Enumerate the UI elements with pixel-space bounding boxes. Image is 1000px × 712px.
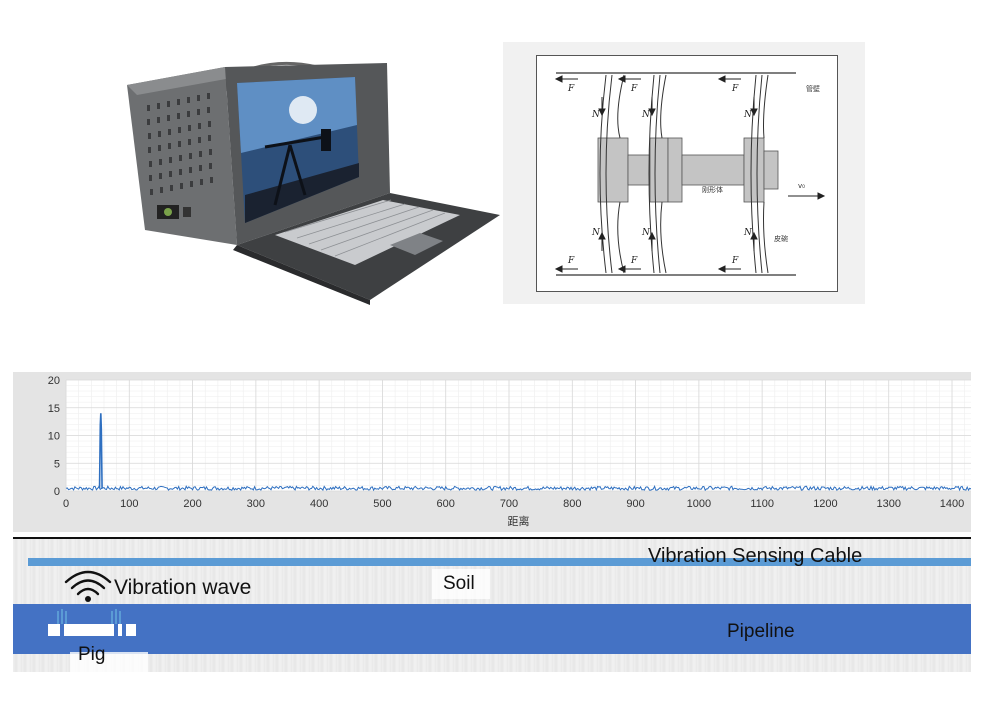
x-tick-label: 400	[310, 498, 328, 510]
force-arrows	[554, 75, 826, 273]
x-tick-label: 0	[63, 498, 69, 510]
normal-label: N	[641, 228, 651, 238]
x-tick-label: 500	[373, 498, 391, 510]
y-tick-label: 0	[54, 486, 60, 498]
x-tick-label: 300	[247, 498, 265, 510]
pig-label: Pig	[78, 644, 106, 665]
x-axis-label: 距离	[508, 514, 530, 528]
normal-label: N	[591, 228, 601, 238]
x-tick-label: 800	[563, 498, 581, 510]
normal-label: N	[743, 228, 753, 238]
x-tick-label: 600	[437, 498, 455, 510]
rugged-laptop-image	[127, 61, 500, 305]
series-line	[65, 484, 971, 492]
normal-label: N	[591, 110, 601, 120]
rigid-body	[597, 137, 779, 203]
x-tick-label: 100	[120, 498, 138, 510]
normal-label: N	[641, 110, 651, 120]
pig-force-diagram: F F F F F F N N N N N N 管壁 刚形体 皮碗 v₀	[554, 72, 826, 276]
y-tick-label: 5	[54, 458, 60, 470]
force-label: F	[630, 84, 638, 94]
series-peak	[98, 413, 103, 489]
grid-layer	[65, 379, 971, 492]
pipeline-label: Pipeline	[727, 621, 795, 642]
vibration-sensing-cable	[28, 558, 971, 566]
velocity-label: v₀	[798, 182, 805, 190]
x-tick-label: 900	[626, 498, 644, 510]
y-tick-label: 10	[48, 431, 60, 443]
soil-label: Soil	[443, 573, 475, 594]
force-label: F	[630, 256, 638, 266]
cable-label: Vibration Sensing Cable	[648, 545, 863, 567]
pig-icon	[48, 609, 136, 636]
x-tick-label: 1000	[687, 498, 711, 510]
x-tick-label: 200	[183, 498, 201, 510]
x-tick-label: 1400	[940, 498, 964, 510]
y-tick-label: 20	[48, 375, 60, 387]
x-tick-label: 700	[500, 498, 518, 510]
pipeline	[13, 604, 971, 654]
pig-label-backdrop	[70, 652, 148, 672]
y-tick-label: 15	[48, 403, 60, 415]
soil-label-backdrop	[432, 569, 490, 599]
force-label: F	[731, 84, 739, 94]
wifi-wave-icon	[64, 570, 112, 602]
force-label: F	[567, 84, 575, 94]
rigid-body-label: 刚形体	[702, 185, 723, 194]
force-label: F	[567, 256, 575, 266]
vibration-wave-label: Vibration wave	[114, 576, 252, 599]
x-tick-label: 1200	[813, 498, 837, 510]
pipe-wall-label: 管壁	[806, 84, 820, 93]
cup-label: 皮碗	[774, 234, 788, 243]
normal-label: N	[743, 110, 753, 120]
divider-line	[13, 537, 971, 539]
x-tick-label: 1300	[876, 498, 900, 510]
force-label: F	[731, 256, 739, 266]
x-tick-label: 1100	[750, 498, 774, 510]
